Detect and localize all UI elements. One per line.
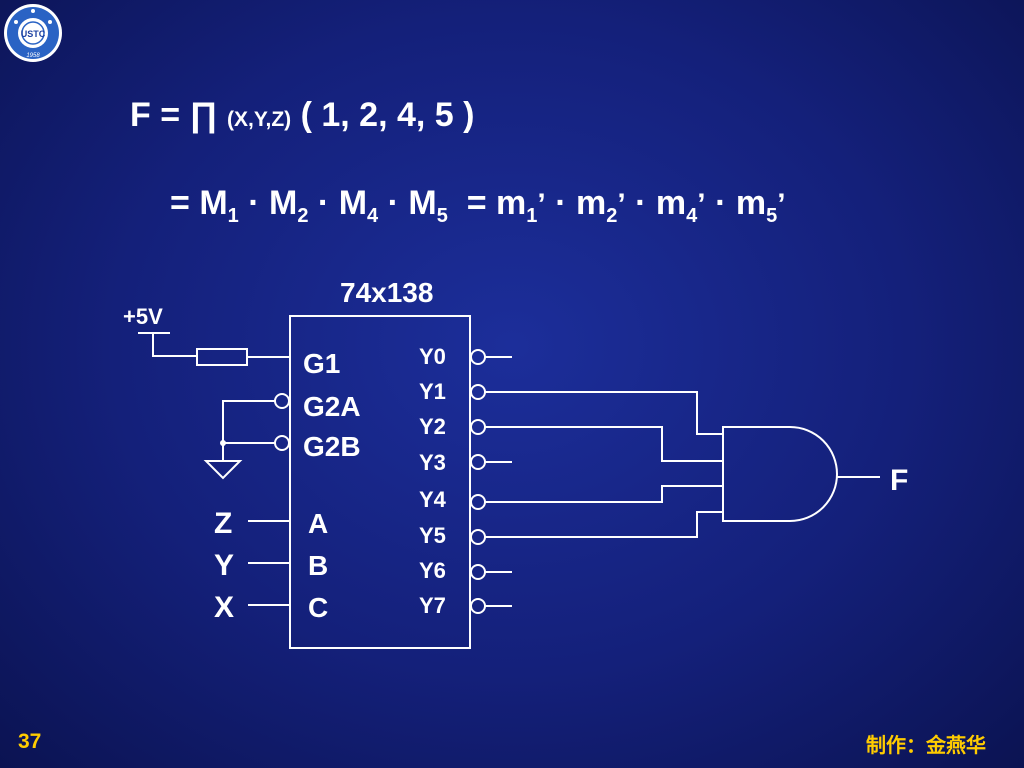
pullup-resistor xyxy=(196,348,248,366)
decoder-chip-body xyxy=(289,315,471,649)
page-number: 37 xyxy=(18,730,42,753)
chip-name-label: 74x138 xyxy=(340,277,433,308)
and-gate xyxy=(722,426,838,522)
svg-text:USTC: USTC xyxy=(21,29,46,39)
wire-y4-to-gate xyxy=(485,485,723,503)
ground-junction-dot xyxy=(220,440,226,446)
formula-lhs: F = xyxy=(130,96,181,134)
output-label-y6: Y6 xyxy=(419,558,446,583)
minterm-complement: m5’ xyxy=(735,184,786,227)
output-bubble-y4 xyxy=(470,494,486,510)
wire-y5-to-gate xyxy=(485,511,723,538)
pin-label-g2a: G2A xyxy=(303,391,361,422)
output-label-y0: Y0 xyxy=(419,344,446,369)
pin-label-g2b: G2B xyxy=(303,431,361,462)
input-label-z: Z xyxy=(214,507,232,540)
ground-symbol xyxy=(203,460,243,480)
equals-sign: = xyxy=(466,184,487,222)
dot-operator: · xyxy=(635,184,647,222)
maxterm: M4 xyxy=(338,184,379,227)
formula-line-1: F = ∏ (X,Y,Z) ( 1, 2, 4, 5 ) xyxy=(130,96,474,135)
product-symbol: ∏ xyxy=(189,96,218,134)
gate-output-label: F xyxy=(890,464,908,497)
pin-label-c: C xyxy=(308,592,328,623)
minterm-complement: m1’ xyxy=(496,184,546,227)
maxterm: M5 xyxy=(408,184,448,227)
g2a-wire xyxy=(222,400,275,443)
maxterm: M1 xyxy=(199,184,239,227)
dot-operator: · xyxy=(715,184,727,222)
formula-terms: ( 1, 2, 4, 5 ) xyxy=(300,96,475,134)
pin-label-a: A xyxy=(308,508,328,539)
formula-variables: (X,Y,Z) xyxy=(226,108,292,131)
supply-wire xyxy=(152,333,197,357)
g2b-inversion-bubble xyxy=(274,435,290,451)
output-bubble-y0 xyxy=(470,349,486,365)
pin-label-g1: G1 xyxy=(303,348,340,379)
dot-operator: · xyxy=(317,184,330,222)
output-label-y2: Y2 xyxy=(419,414,446,439)
dot-operator: · xyxy=(387,184,399,222)
output-bubble-y3 xyxy=(470,454,486,470)
wire-y2-to-gate xyxy=(485,426,723,462)
author-credit: 制作：金燕华 xyxy=(866,735,986,757)
output-bubble-y5 xyxy=(470,529,486,545)
dot-operator: · xyxy=(555,184,567,222)
output-bubble-y7 xyxy=(470,598,486,614)
minterm-complement: m4’ xyxy=(655,184,706,227)
supply-label: +5V xyxy=(123,304,163,329)
g2a-inversion-bubble xyxy=(274,393,290,409)
output-label-y3: Y3 xyxy=(419,450,446,475)
output-label-y4: Y4 xyxy=(419,487,447,512)
input-label-y: Y xyxy=(214,549,234,582)
output-label-y7: Y7 xyxy=(419,593,446,618)
formula-line-2: = M1 · M2 · M4 · M5 = m1’ · m2’ · m4’ · … xyxy=(170,184,786,228)
output-bubble-y6 xyxy=(470,564,486,580)
input-label-x: X xyxy=(214,591,234,624)
output-bubble-y1 xyxy=(470,384,486,400)
university-logo: USTC 1958 xyxy=(4,4,62,62)
output-label-y5: Y5 xyxy=(419,523,446,548)
wire-y1-to-gate xyxy=(485,391,723,435)
equals-sign: = xyxy=(170,184,190,222)
pin-label-b: B xyxy=(308,550,328,581)
minterm-complement: m2’ xyxy=(575,184,626,227)
svg-text:1958: 1958 xyxy=(26,53,40,59)
output-label-y1: Y1 xyxy=(419,379,446,404)
maxterm: M2 xyxy=(269,184,309,227)
output-bubble-y2 xyxy=(470,419,486,435)
dot-operator: · xyxy=(248,184,260,222)
